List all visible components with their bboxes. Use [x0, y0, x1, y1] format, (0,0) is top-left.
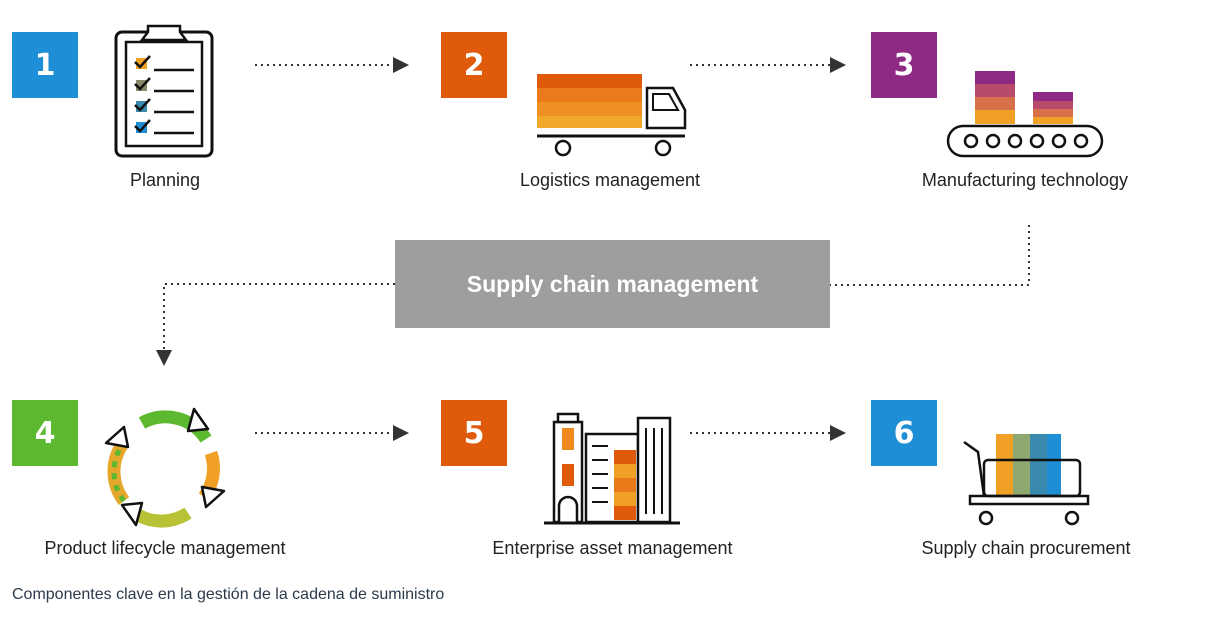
step-1-number: 1	[34, 47, 56, 83]
step-3-label: Manufacturing technology	[921, 170, 1129, 190]
step-4-label: Product lifecycle management	[44, 538, 286, 558]
clipboard-checklist-icon	[114, 24, 214, 158]
step-1-label: Planning	[129, 170, 201, 190]
step-2-badge: 2	[441, 32, 507, 98]
figure-caption: Componentes clave en la gestión de la ca…	[12, 586, 445, 603]
step-3-badge: 3	[871, 32, 937, 98]
step-4-badge: 4	[12, 400, 78, 466]
truck-icon	[537, 74, 687, 157]
step-5-number: 5	[463, 415, 485, 451]
step-4-number: 4	[34, 415, 56, 451]
cart-with-boxes-icon	[963, 434, 1090, 526]
supply-chain-management-box: Supply chain management	[395, 240, 830, 328]
connector-3-to-center	[830, 225, 1030, 286]
step-2-label: Logistics management	[519, 170, 701, 190]
recycle-cycle-icon	[104, 407, 226, 528]
step-2-number: 2	[463, 47, 485, 83]
conveyor-belt-icon	[946, 71, 1104, 158]
city-buildings-icon	[544, 412, 680, 525]
step-3-number: 3	[893, 47, 915, 83]
arrow-center-to-4	[156, 283, 395, 366]
step-6-label: Supply chain procurement	[921, 538, 1131, 558]
step-6-number: 6	[893, 415, 915, 451]
step-6-badge: 6	[871, 400, 937, 466]
step-1-badge: 1	[12, 32, 78, 98]
step-5-badge: 5	[441, 400, 507, 466]
center-title: Supply chain management	[466, 270, 759, 297]
step-5-label: Enterprise asset management	[492, 538, 733, 558]
